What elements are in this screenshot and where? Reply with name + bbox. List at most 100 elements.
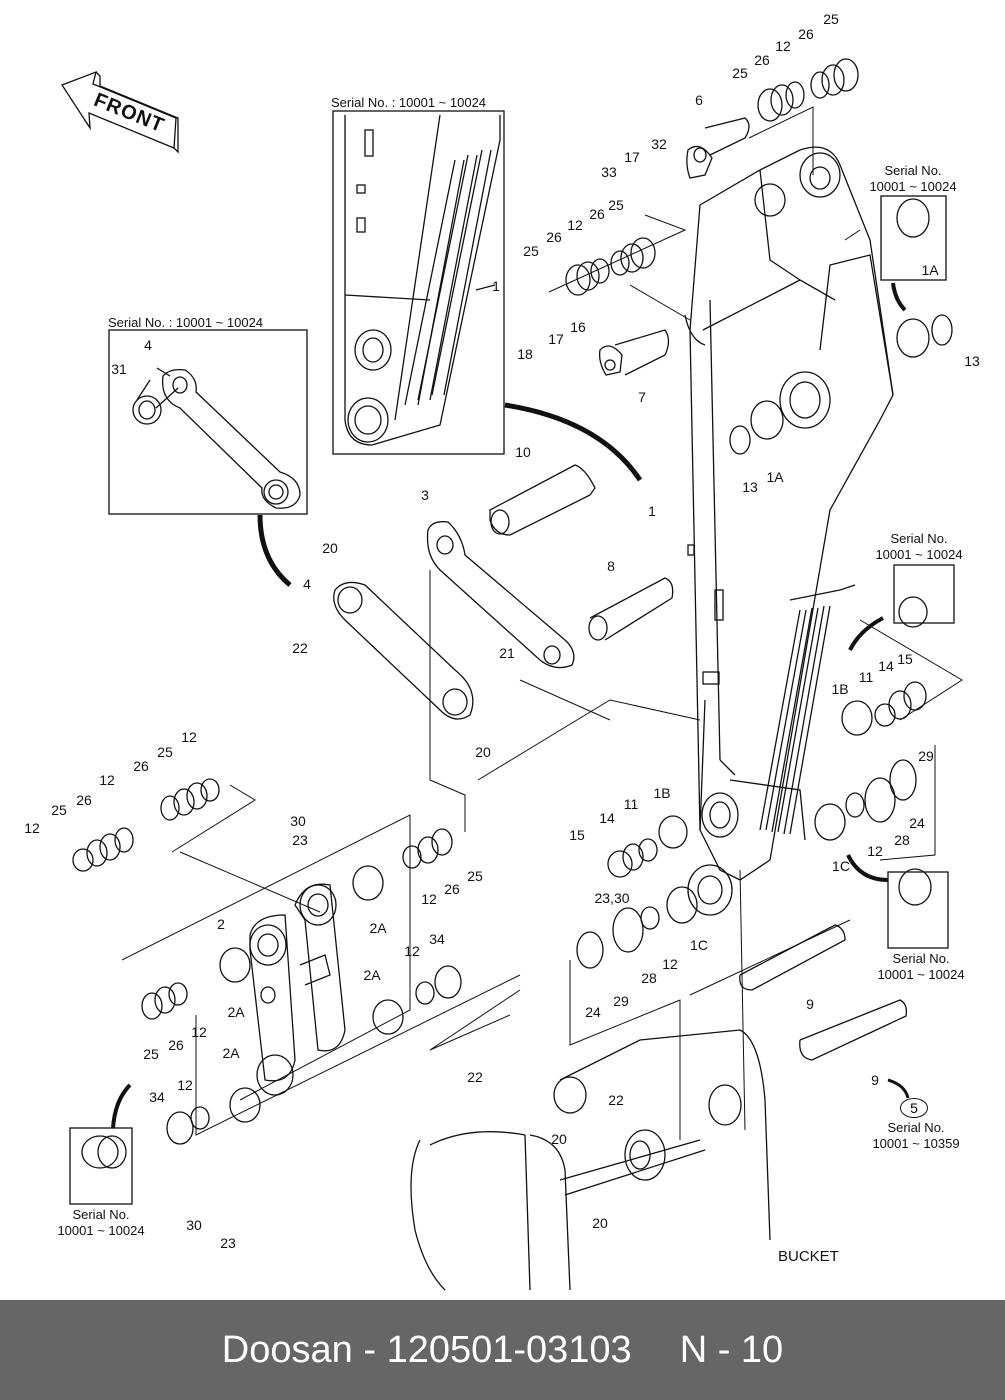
parts-diagram: FRONT Serial No. : 10001 ~ 10024 Serial … [24, 11, 980, 1291]
callout: 22 [608, 1092, 624, 1108]
callout: 14 [599, 810, 615, 826]
callout: 28 [641, 970, 657, 986]
link-4 [333, 581, 474, 720]
callout: 7 [638, 389, 646, 405]
callout: 16 [570, 319, 586, 335]
callout: 1C [690, 937, 708, 953]
callout: 30 [186, 1217, 202, 1233]
callout: 12 [24, 820, 40, 836]
callout: 22 [467, 1069, 483, 1085]
pin-9-upper [739, 924, 846, 991]
callout: 4 [144, 337, 152, 353]
callout: 9 [871, 1072, 879, 1088]
serial-arm-inset: Serial No. : 10001 ~ 10024 [331, 95, 487, 110]
callout: 9 [806, 996, 814, 1012]
link-inset-box [108, 329, 308, 515]
callout: 2A [227, 1004, 245, 1020]
callout: 2 [217, 916, 225, 932]
inset-1B-box [893, 564, 955, 624]
callout: 11 [858, 669, 874, 685]
callout: 20 [592, 1215, 608, 1231]
callout: 12 [775, 38, 791, 54]
callout: 25 [51, 802, 67, 818]
callout: 26 [76, 792, 92, 808]
callout: 28 [894, 832, 910, 848]
callout: 20 [475, 744, 491, 760]
boom-body [684, 146, 894, 916]
callout: 25 [608, 197, 624, 213]
callout: 4 [303, 576, 311, 592]
callout: 25 [143, 1046, 159, 1062]
callout: 25 [523, 243, 539, 259]
callout: 6 [695, 92, 703, 108]
callout: 23 [220, 1235, 236, 1251]
callout: 2A [222, 1045, 240, 1061]
bucket-body [410, 1029, 771, 1291]
callout: 22 [292, 640, 308, 656]
guide-lines [111, 106, 963, 1140]
arm-inset-drawing [344, 114, 501, 446]
callout: 8 [607, 558, 615, 574]
callout: 1 [648, 503, 656, 519]
callout: 2A [363, 967, 381, 983]
pin-9-lower [799, 999, 908, 1061]
bucket-label: BUCKET [778, 1248, 839, 1265]
callout: 33 [601, 164, 617, 180]
callout: 31 [111, 361, 127, 377]
inset-2A-box [69, 1127, 133, 1205]
callout: 29 [613, 993, 629, 1009]
callout: 15 [897, 651, 913, 667]
link-inset-drawing [132, 367, 301, 509]
callout: 26 [133, 758, 149, 774]
callout: 26 [798, 26, 814, 42]
serial-note-1C: Serial No. 10001 ~ 10024 [877, 951, 965, 982]
callout: 12 [191, 1024, 207, 1040]
callout: 26 [589, 206, 605, 222]
callout: 18 [517, 346, 533, 362]
callout: 34 [149, 1089, 165, 1105]
callout: 11 [623, 796, 639, 812]
callout: 12 [567, 217, 583, 233]
serial-note-5: Serial No. 10001 ~ 10359 [872, 1120, 960, 1151]
bearing-rings [72, 58, 953, 1169]
note-5-circle: 5 [900, 1098, 928, 1118]
callout: 12 [421, 891, 437, 907]
callout: 29 [918, 748, 934, 764]
callout: 34 [429, 931, 445, 947]
callout: 17 [548, 331, 564, 347]
callout: 32 [651, 136, 667, 152]
callout: 3 [421, 487, 429, 503]
serial-note-1A: Serial No. 10001 ~ 10024 [869, 163, 957, 194]
callout: 24 [909, 815, 925, 831]
pin-10 [489, 464, 596, 536]
callout: 26 [444, 881, 460, 897]
callout: 23,30 [594, 890, 630, 906]
callout: 20 [551, 1131, 567, 1147]
callout: 25 [823, 11, 839, 27]
pin-6 [686, 117, 750, 179]
callout: 14 [878, 658, 894, 674]
arm-inset-box [332, 110, 505, 455]
callout: 17 [624, 149, 640, 165]
callout: 1A [921, 262, 939, 278]
inset-1A-box [880, 195, 947, 281]
callout: 12 [177, 1077, 193, 1093]
callout: 1C [832, 858, 850, 874]
callout: 25 [467, 868, 483, 884]
footer-brand: Doosan [221, 1328, 353, 1371]
link-3 [426, 521, 575, 669]
pin-7 [598, 329, 670, 376]
footer-part-number: 120501-03103 [386, 1328, 632, 1371]
callout: 1B [653, 785, 671, 801]
callout: 13 [964, 353, 980, 369]
serial-link-inset: Serial No. : 10001 ~ 10024 [108, 315, 264, 330]
inset-1C-box [887, 871, 949, 949]
callout: 21 [499, 645, 515, 661]
callout: 2A [369, 920, 387, 936]
callout: 12 [662, 956, 678, 972]
callout: 26 [168, 1037, 184, 1053]
callout: 26 [546, 229, 562, 245]
serial-note-1B: Serial No. 10001 ~ 10024 [875, 531, 963, 562]
callout: 12 [181, 729, 197, 745]
